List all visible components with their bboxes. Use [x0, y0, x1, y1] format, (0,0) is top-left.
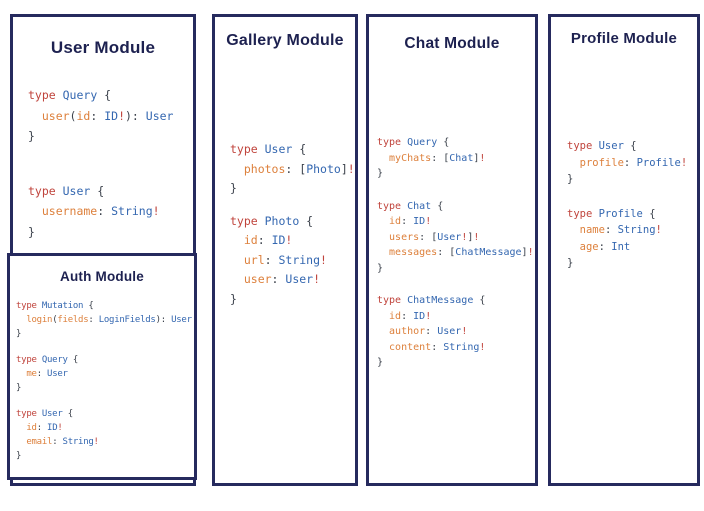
code-type-block: type Query { user(id: ID!): User} [28, 85, 173, 147]
code-line: } [28, 129, 35, 143]
gallery-module-title: Gallery Module [226, 32, 344, 49]
code-line: id: ID! [16, 423, 63, 433]
chat-module-code: type Query { myChats: [Chat]!}type Chat … [377, 135, 534, 388]
code-type-block: type User { photos: [Photo]!} [230, 140, 355, 199]
profile-module-code: type User { profile: Profile!}type Profi… [567, 138, 687, 290]
code-line: user: User! [230, 272, 321, 286]
code-line: } [230, 291, 237, 306]
code-line: age: Int [567, 240, 631, 253]
code-line: me: User [16, 369, 68, 379]
chat-module-panel: Chat Module type Query { myChats: [Chat]… [366, 14, 538, 486]
code-line: login(fields: LoginFields): User [16, 315, 192, 325]
code-line: type Profile { [567, 207, 656, 220]
code-type-block: type Query { myChats: [Chat]!} [377, 135, 534, 182]
code-line: email: String! [16, 437, 99, 447]
user-module-code: type Query { user(id: ID!): User}type Us… [28, 85, 173, 276]
code-line: type User { [16, 409, 73, 419]
code-line: url: String! [230, 252, 327, 267]
code-type-block: type Chat { id: ID! users: [User!]! mess… [377, 199, 534, 277]
code-line: } [377, 168, 384, 179]
code-type-block: type Photo { id: ID! url: String! user: … [230, 212, 355, 310]
code-line: username: String! [28, 204, 160, 218]
code-line: } [16, 451, 22, 461]
auth-module-title: Auth Module [60, 269, 144, 284]
code-type-block: type User { username: String!} [28, 181, 173, 243]
code-line: id: ID! [377, 216, 432, 227]
code-line: author: User! [377, 326, 468, 337]
gallery-module-panel: Gallery Module type User { photos: [Phot… [212, 14, 358, 486]
code-line: users: [User!]! [377, 231, 480, 243]
auth-module-code: type Mutation { login(fields: LoginField… [16, 299, 192, 475]
code-line: type Query { [377, 137, 450, 148]
profile-module-title: Profile Module [570, 30, 678, 47]
code-type-block: type Query { me: User} [16, 353, 192, 395]
code-line: type User { [567, 140, 637, 152]
code-line: } [377, 357, 384, 368]
code-type-block: type Mutation { login(fields: LoginField… [16, 299, 192, 341]
code-line: myChats: [Chat]! [377, 152, 486, 164]
code-line: type ChatMessage { [377, 295, 486, 306]
code-line: name: String! [567, 224, 662, 236]
code-type-block: type Profile { name: String! age: Int} [567, 206, 687, 272]
profile-module-panel: Profile Module type User { profile: Prof… [548, 14, 700, 486]
chat-module-title: Chat Module [404, 35, 500, 52]
gallery-module-code: type User { photos: [Photo]!}type Photo … [230, 140, 355, 322]
code-type-block: type User { profile: Profile!} [567, 138, 687, 188]
code-line: } [377, 262, 384, 274]
code-line: } [28, 224, 35, 239]
code-line: type Photo { [230, 213, 314, 228]
code-line: profile: Profile! [567, 156, 688, 169]
code-line: } [567, 257, 574, 269]
user-module-title: User Module [50, 38, 156, 57]
code-line: type Chat { [377, 200, 444, 212]
code-line: user(id: ID!): User [28, 108, 174, 123]
code-line: id: ID! [230, 233, 293, 247]
code-line: type Query { [16, 355, 79, 365]
code-line: } [16, 329, 22, 339]
code-line: content: String! [377, 341, 486, 353]
code-type-block: type User { id: ID! email: String!} [16, 407, 192, 463]
code-type-block: type ChatMessage { id: ID! author: User!… [377, 293, 534, 371]
code-line: id: ID! [377, 310, 432, 322]
code-line: photos: [Photo]! [230, 161, 355, 176]
code-line: type User { [28, 183, 105, 198]
code-line: messages: [ChatMessage]! [377, 247, 534, 258]
code-line: type Mutation { [16, 301, 94, 311]
code-line: } [230, 181, 237, 195]
code-line: type Query { [28, 88, 112, 102]
code-line: } [567, 173, 574, 185]
code-line: type User { [230, 142, 307, 156]
auth-module-panel: Auth Module type Mutation { login(fields… [7, 253, 197, 480]
code-line: } [16, 383, 22, 393]
